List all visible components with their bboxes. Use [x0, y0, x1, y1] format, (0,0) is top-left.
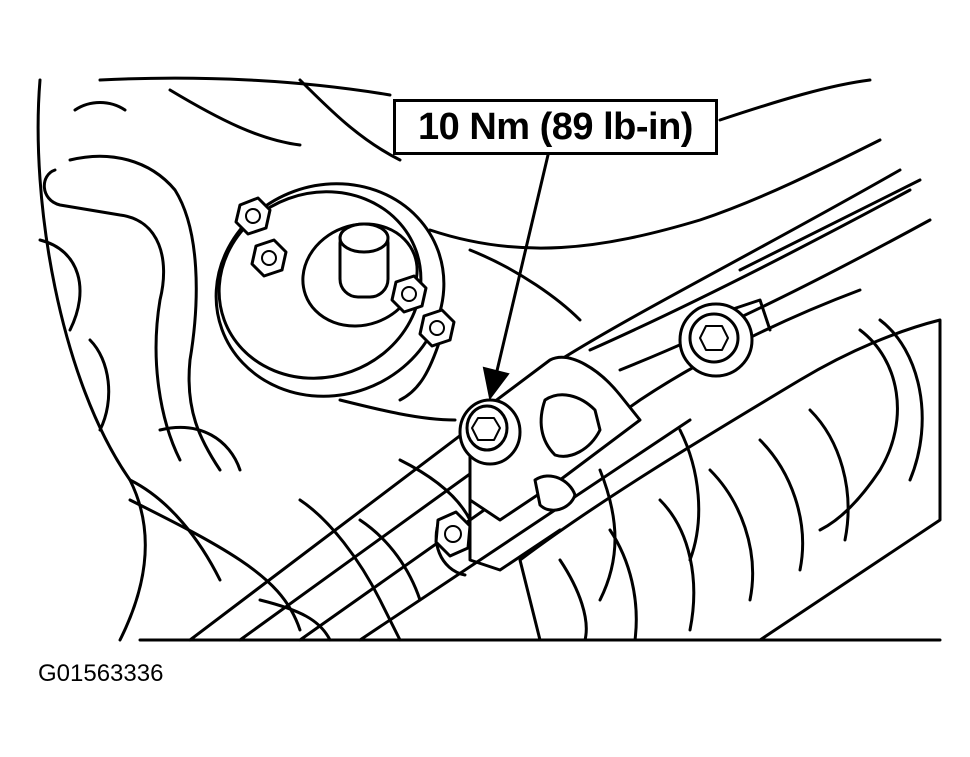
flange-nut-3 [390, 274, 428, 314]
torque-callout-box: 10 Nm (89 lb-in) [393, 99, 718, 155]
flange-nut-1 [234, 196, 272, 236]
callout-leader [482, 153, 550, 401]
target-bolt [458, 398, 522, 466]
lower-frame [128, 398, 942, 642]
figure-id: G01563336 [38, 660, 164, 687]
upper-right-bolt [678, 302, 754, 378]
rack-boot [518, 318, 942, 642]
flange-nut-2 [250, 238, 288, 278]
clamp-bracket [434, 355, 642, 577]
torque-callout-text: 10 Nm (89 lb-in) [418, 105, 693, 148]
left-hose-assembly [36, 78, 302, 642]
upper-frame [98, 76, 882, 322]
flange-nut-4 [418, 308, 456, 348]
arrow-down-icon [482, 366, 510, 401]
lower-left-nut [434, 510, 472, 558]
mounting-flange [214, 182, 446, 402]
